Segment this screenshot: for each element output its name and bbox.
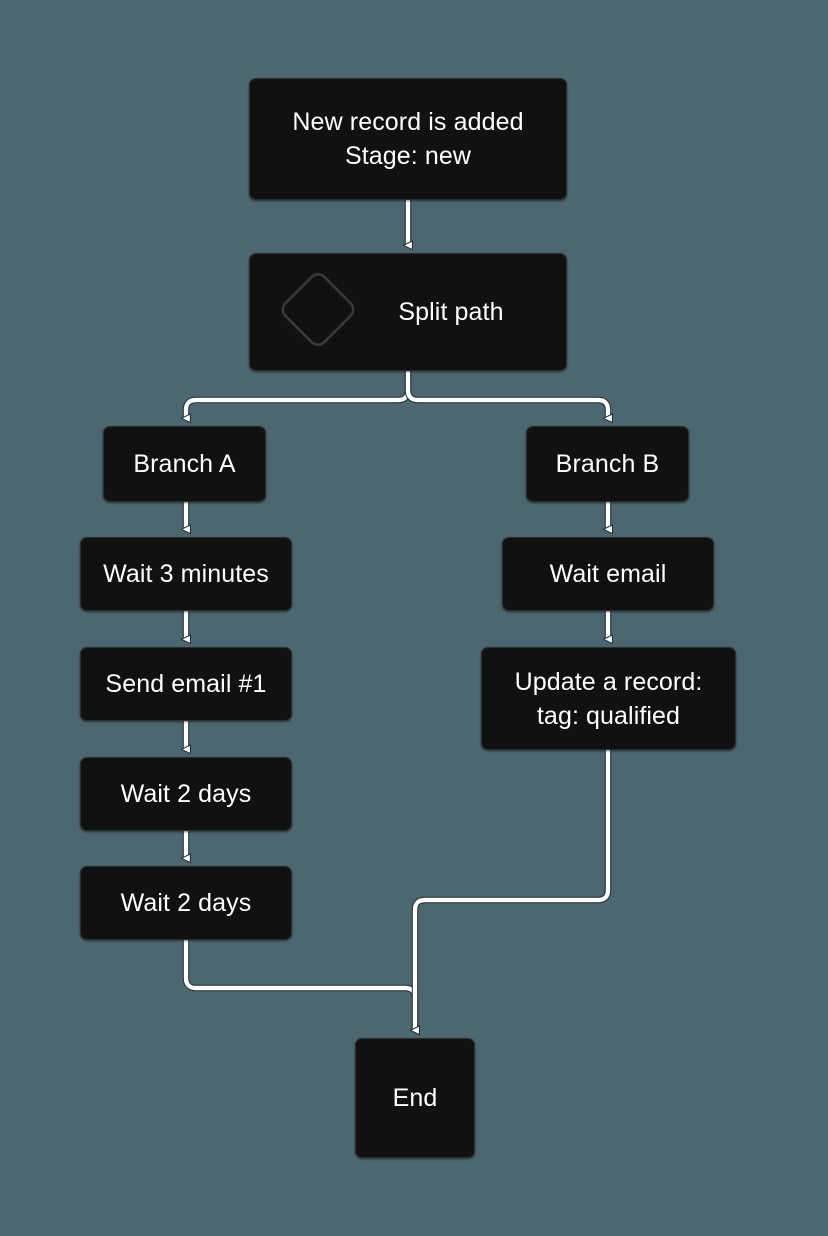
update-a-record[interactable]: Update a record: tag: qualified xyxy=(481,647,736,750)
edge-update-record-to-end xyxy=(409,750,611,1036)
wait-2-days-second-label: Wait 2 days xyxy=(120,889,252,917)
wait-email[interactable]: Wait email xyxy=(502,537,714,611)
edge-update-record-to-end-outline xyxy=(411,750,612,1030)
send-email-1-label: Send email #1 xyxy=(105,670,267,698)
wait-3-minutes[interactable]: Wait 3 minutes xyxy=(80,537,292,611)
split-path-label: Split path xyxy=(398,298,504,326)
send-email-1[interactable]: Send email #1 xyxy=(80,647,292,721)
diamond-icon xyxy=(270,262,366,363)
wait-3-minutes-label: Wait 3 minutes xyxy=(103,560,269,588)
end-node[interactable]: End xyxy=(355,1038,475,1158)
edge-split-to-branch-b-outline xyxy=(404,371,612,418)
edge-wait-2-days-2-to-end-outline xyxy=(182,940,419,1030)
edge-split-to-branch-b xyxy=(405,371,613,424)
update-a-record-label: Update a record: tag: qualified xyxy=(514,667,703,730)
new-record-trigger-label: New record is added Stage: new xyxy=(292,108,524,170)
split-path[interactable]: Split path xyxy=(249,253,567,371)
branch-a[interactable]: Branch A xyxy=(103,426,266,502)
end-node-label: End xyxy=(392,1084,438,1112)
edge-split-to-branch-a-outline xyxy=(182,371,412,418)
wait-email-label: Wait email xyxy=(549,560,667,588)
branch-a-label: Branch A xyxy=(133,450,236,478)
branch-b[interactable]: Branch B xyxy=(526,426,689,502)
wait-2-days-first-label: Wait 2 days xyxy=(120,780,252,808)
branch-b-label: Branch B xyxy=(555,450,660,478)
edge-split-to-branch-a xyxy=(180,371,411,424)
wait-2-days-second[interactable]: Wait 2 days xyxy=(80,866,292,940)
wait-2-days-first[interactable]: Wait 2 days xyxy=(80,757,292,831)
new-record-trigger[interactable]: New record is added Stage: new xyxy=(249,78,567,200)
